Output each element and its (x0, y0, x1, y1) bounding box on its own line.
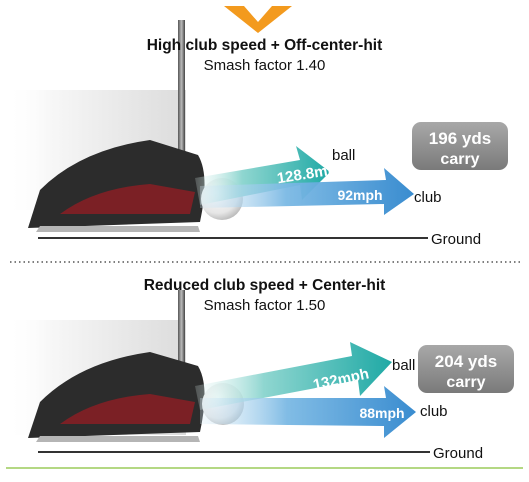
ball-arrow (195, 342, 392, 410)
panel-1-heading: High club speed + Off-center-hit Smash f… (0, 37, 529, 74)
ground-label: Ground (431, 231, 481, 248)
panel-2-illustration (6, 290, 514, 453)
carry-distance: 204 yds (435, 352, 497, 371)
club-label: club (420, 403, 448, 420)
panel-title: High club speed + Off-center-hit (146, 37, 383, 54)
chevron-down-icon (224, 6, 292, 33)
smash-factor: Smash factor 1.50 (203, 297, 326, 314)
panel-2-heading: Reduced club speed + Center-hit Smash fa… (0, 277, 529, 314)
club-arrow (200, 168, 414, 215)
club-label: club (414, 189, 442, 206)
club-speed-label: 92mph (337, 187, 382, 203)
carry-text: carry (440, 151, 479, 168)
ball-label: ball (392, 357, 415, 374)
club-shaft (178, 290, 185, 395)
carry-distance: 196 yds (429, 129, 491, 148)
carry-badge (412, 122, 508, 170)
panel-title: Reduced club speed + Center-hit (143, 277, 386, 294)
ground-label: Ground (433, 445, 483, 462)
carry-text: carry (446, 374, 485, 391)
carry-badge (418, 345, 514, 393)
club-speed-label: 88mph (359, 405, 404, 421)
panel-1-illustration (6, 20, 508, 239)
club-shaft (178, 20, 185, 155)
club-arrow (200, 386, 416, 438)
smash-factor: Smash factor 1.40 (203, 57, 326, 74)
ball-label: ball (332, 147, 355, 164)
